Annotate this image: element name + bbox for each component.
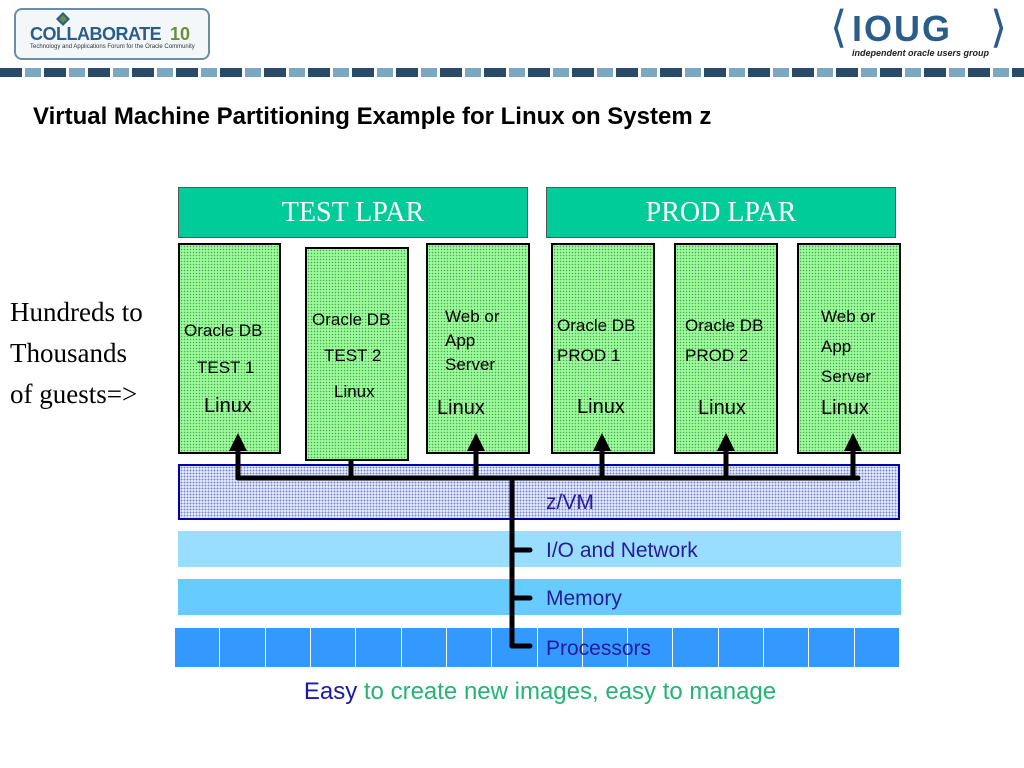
header-divider: [0, 68, 1024, 77]
guest-oracle-test1: Oracle DB TEST 1 Linux: [178, 243, 281, 454]
collaborate-name: COLLABORATE: [30, 24, 162, 44]
guest-oracle-prod2: Oracle DB PROD 2 Linux: [674, 243, 778, 454]
footer-tagline: Easy to create new images, easy to manag…: [0, 678, 1024, 706]
zvm-label: z/VM: [546, 491, 594, 514]
guest-web-prod: Web or App Server Linux: [797, 243, 901, 454]
arrow-up-icon: [844, 433, 862, 451]
slide-title: Virtual Machine Partitioning Example for…: [33, 103, 712, 130]
footer-rest: to create new images, easy to manage: [357, 678, 777, 705]
collaborate-logo: [14, 8, 210, 60]
collaborate-number: 10: [170, 24, 191, 44]
zvm-layer: [178, 464, 900, 520]
arrow-up-icon: [593, 433, 611, 451]
left-angle-icon: ⟨: [830, 3, 848, 52]
processors-band: [175, 628, 900, 667]
arrow-up-icon: [717, 433, 735, 451]
guest-web-test: Web or App Server Linux: [426, 243, 530, 454]
collaborate-subtitle: Technology and Applications Forum for th…: [30, 44, 195, 50]
ioug-name: IOUG: [852, 8, 953, 49]
guest-oracle-test2: Oracle DB TEST 2 Linux: [305, 247, 409, 461]
ioug-subtitle: independent oracle users group: [852, 48, 990, 58]
io-network-band: [178, 531, 901, 567]
prod-lpar: PROD LPAR: [546, 187, 896, 238]
guests-label: Hundreds to Thousands of guests=>: [10, 297, 143, 409]
footer-easy: Easy: [303, 678, 358, 705]
guest-oracle-prod1: Oracle DB PROD 1 Linux: [551, 243, 655, 454]
io-network-label: I/O and Network: [546, 539, 698, 562]
memory-label: Memory: [546, 587, 622, 610]
right-angle-icon: ⟩: [990, 3, 1008, 52]
diamond-icon: [56, 12, 70, 26]
arrow-up-icon: [229, 433, 247, 451]
memory-band: [178, 579, 901, 615]
arrow-up-icon: [467, 433, 485, 451]
test-lpar: TEST LPAR: [178, 187, 528, 238]
processors-label: Processors: [546, 637, 652, 660]
